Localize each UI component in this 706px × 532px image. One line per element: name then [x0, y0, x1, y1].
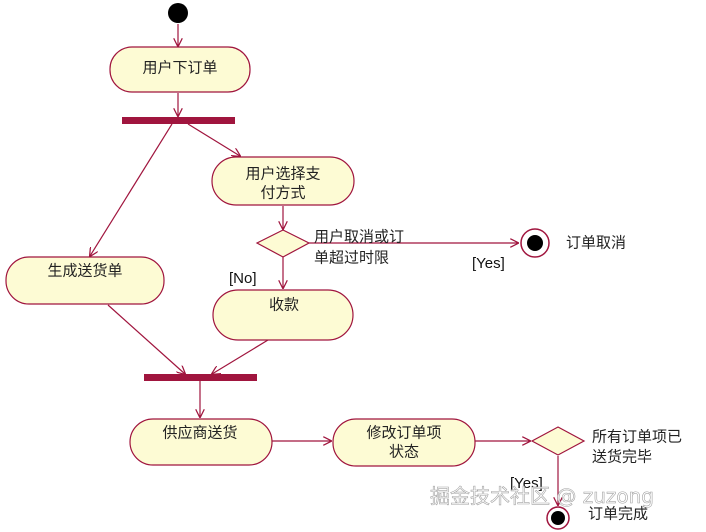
- edge-collect-payment-to-join: [212, 339, 269, 374]
- activity-label: 供应商送货: [162, 424, 237, 442]
- activity-place-order: 用户下订单: [109, 46, 251, 93]
- activity-label: 用户选择支: [245, 165, 320, 183]
- flow-edges: [90, 24, 558, 505]
- watermark: 掘金技术社区 @ zuzong: [430, 484, 654, 508]
- join-bar: [144, 374, 257, 381]
- activity-label: 用户下订单: [142, 59, 217, 77]
- end-node-order-cancelled: [520, 228, 550, 258]
- activity-label: 修改订单项: [366, 424, 441, 442]
- edge-fork-to-choose-payment: [187, 123, 240, 156]
- decision-label: 用户取消或订: [314, 228, 404, 246]
- start-node: [168, 3, 188, 23]
- decision-label: 单超过时限: [314, 249, 389, 267]
- guard-yes-cancel: [Yes]: [472, 255, 505, 272]
- decision-label: 送货完毕: [592, 448, 652, 466]
- decision-label: 所有订单项已: [592, 428, 682, 446]
- decision-cancel: 用户取消或订 单超过时限: [255, 228, 404, 267]
- end-node-order-complete: [546, 506, 570, 530]
- activity-collect-payment: 收款: [212, 289, 354, 341]
- activity-label: 状态: [389, 443, 419, 461]
- guard-yes-complete: [Yes]: [510, 475, 543, 492]
- end-label-order-complete: 订单完成: [588, 505, 648, 523]
- activity-generate-delivery: 生成送货单: [5, 256, 165, 305]
- edge-fork-to-generate-delivery: [90, 123, 173, 256]
- guard-no: [No]: [229, 270, 257, 287]
- activity-label: 收款: [269, 296, 299, 314]
- end-label-order-cancelled: 订单取消: [566, 234, 626, 252]
- edge-generate-delivery-to-join: [107, 304, 185, 374]
- activity-choose-payment: 用户选择支 付方式: [211, 156, 355, 206]
- activity-supplier-ship: 供应商送货: [129, 418, 273, 466]
- activity-update-status: 修改订单项 状态: [332, 418, 476, 467]
- activity-label: 生成送货单: [47, 262, 122, 280]
- fork-bar: [122, 117, 235, 124]
- activity-label: 付方式: [260, 184, 305, 202]
- decision-delivered: 所有订单项已 送货完毕: [530, 426, 682, 466]
